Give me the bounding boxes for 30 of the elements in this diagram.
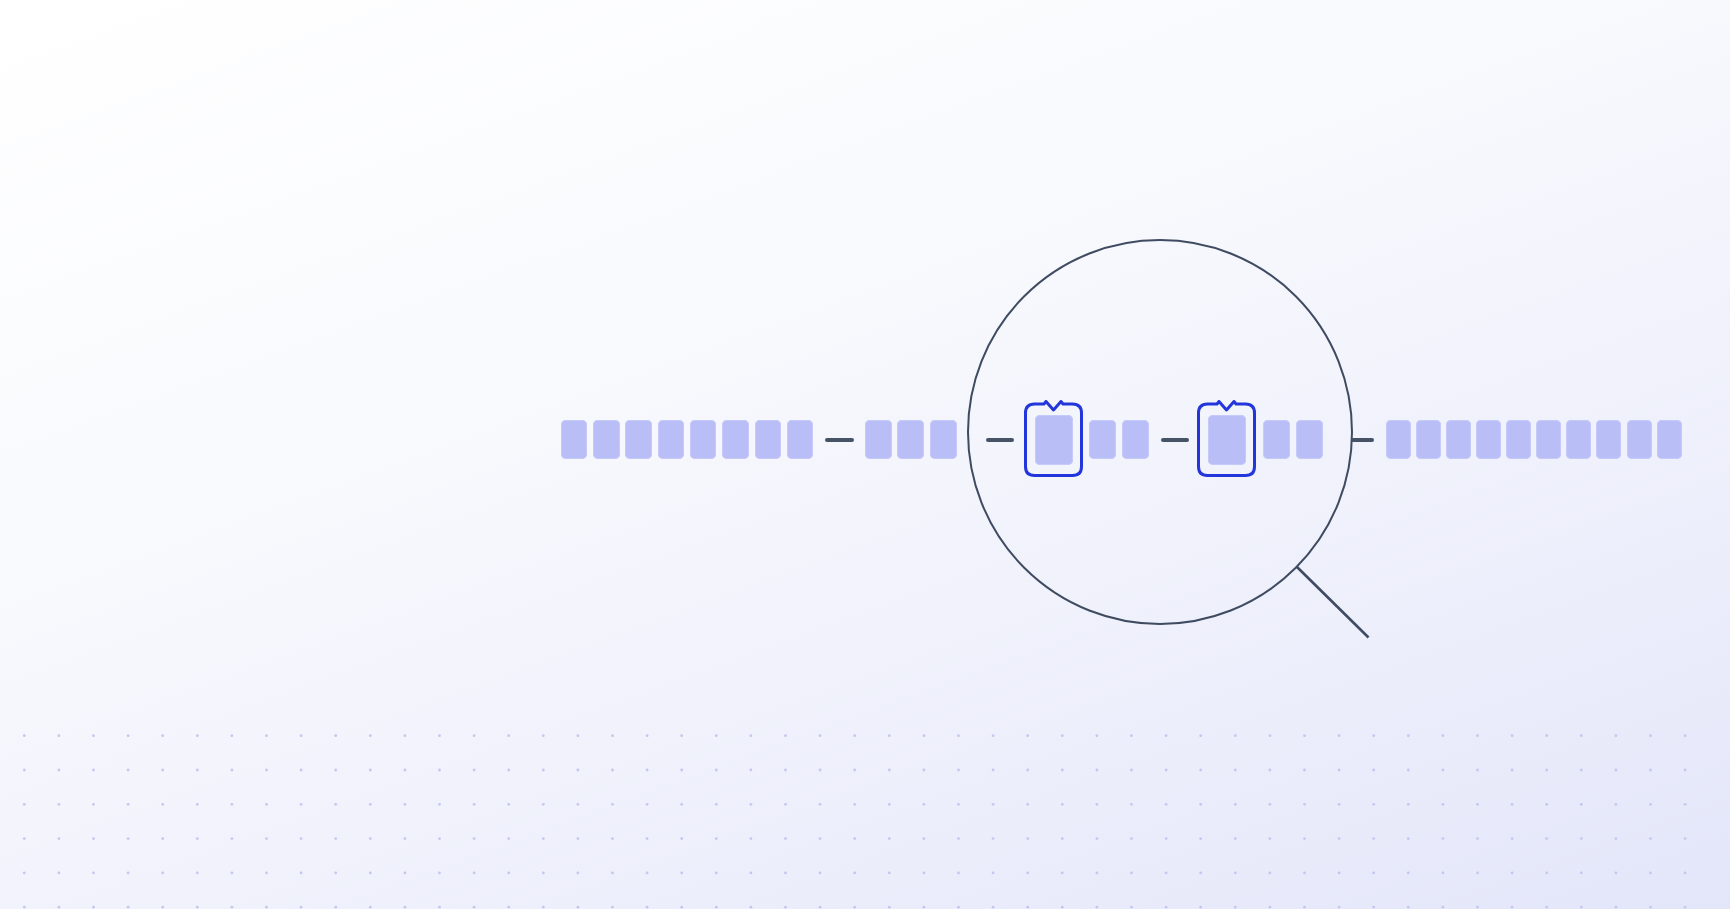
tile xyxy=(1536,420,1562,459)
tile xyxy=(786,420,814,459)
tile xyxy=(1476,420,1501,459)
tile xyxy=(722,420,749,459)
tile xyxy=(560,420,588,459)
highlight-frame xyxy=(1024,400,1083,477)
tile xyxy=(1296,420,1323,459)
tile xyxy=(1122,420,1150,459)
tile xyxy=(1626,420,1652,459)
tile xyxy=(689,420,717,459)
magnifier-lens xyxy=(967,239,1353,625)
tile xyxy=(929,420,957,459)
tile xyxy=(1385,420,1411,459)
highlight-frame xyxy=(1197,400,1256,477)
tile xyxy=(1596,420,1622,459)
tile xyxy=(1208,415,1246,465)
tile xyxy=(754,420,781,459)
tile xyxy=(865,420,892,459)
tile xyxy=(1415,420,1441,459)
tile xyxy=(1566,420,1592,459)
tile xyxy=(1656,420,1682,459)
tile xyxy=(593,420,620,459)
tile xyxy=(1506,420,1532,459)
tile xyxy=(1035,415,1073,465)
tile xyxy=(1089,420,1117,459)
tile xyxy=(897,420,924,459)
tile xyxy=(625,420,652,459)
tile xyxy=(1445,420,1471,459)
tile xyxy=(657,420,685,459)
tile xyxy=(1263,420,1291,459)
